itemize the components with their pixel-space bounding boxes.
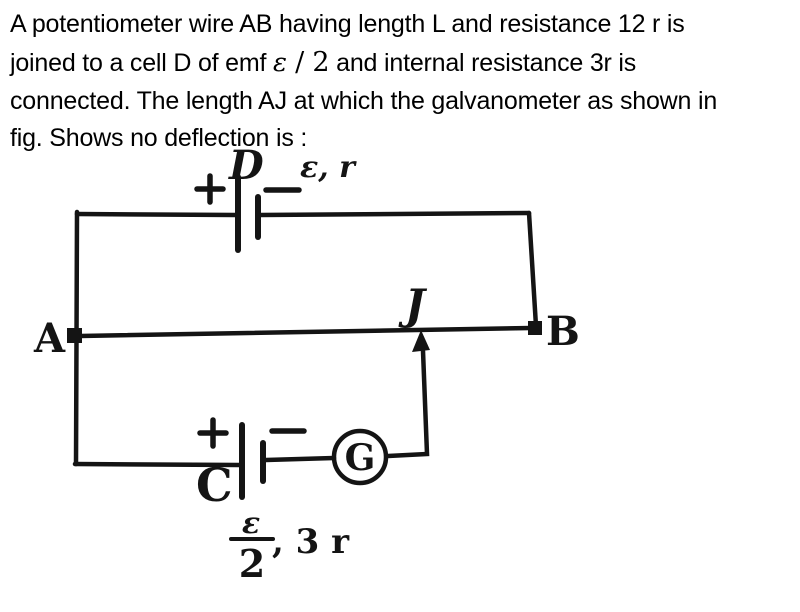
terminal-b-node bbox=[528, 321, 542, 335]
question-line-1: A potentiometer wire AB having length L … bbox=[10, 6, 794, 43]
terminal-b-label: B bbox=[546, 308, 580, 355]
cell-c-resistance-label: , 3 r bbox=[272, 522, 350, 562]
wire-top-right bbox=[257, 210, 532, 218]
emf-fraction-numerator: ε bbox=[242, 506, 260, 541]
question-line-2-suffix: and internal resistance 3r is bbox=[329, 49, 637, 77]
galvanometer-icon bbox=[331, 428, 389, 486]
question-line-2: joined to a cell D of emf ε / 2 and inte… bbox=[10, 43, 794, 83]
wire-right-vertical bbox=[526, 210, 539, 329]
potentiometer-wire-ab bbox=[77, 325, 534, 339]
wire-bottom-left bbox=[72, 461, 242, 468]
question-line-3: connected. The length AJ at which the ga… bbox=[10, 83, 794, 120]
cell-c-params-label: ε 2 , 3 r bbox=[229, 506, 350, 586]
question-line-2-prefix: joined to a cell D of emf bbox=[10, 49, 273, 77]
question-line-4: fig. Shows no deflection is : bbox=[10, 120, 794, 157]
math-epsilon: ε bbox=[273, 48, 287, 78]
cell-d-plus-sign bbox=[194, 173, 226, 205]
cell-c-label: C bbox=[196, 458, 233, 512]
question-line-3-text: connected. The length AJ at which the ga… bbox=[10, 87, 718, 115]
math-over-two: / 2 bbox=[286, 47, 330, 78]
emf-fraction-denominator: 2 bbox=[239, 541, 265, 586]
cell-c-plus-sign bbox=[197, 417, 229, 449]
cell-d-label: D bbox=[228, 142, 264, 189]
cell-d-params-label: ε, r bbox=[300, 150, 357, 185]
wire-top-left bbox=[74, 211, 239, 218]
terminal-a-label: A bbox=[33, 315, 66, 362]
question-text: A potentiometer wire AB having length L … bbox=[10, 6, 794, 157]
question-line-1-text: A potentiometer wire AB having length L … bbox=[10, 10, 685, 38]
jockey-arrow-shaft bbox=[385, 348, 430, 459]
jockey-label: J bbox=[398, 280, 428, 329]
terminal-a-node bbox=[67, 328, 82, 343]
jockey-arrowhead-icon bbox=[412, 330, 430, 352]
circuit-diagram: D ε, r A B J C G ε 2 , 3 r bbox=[33, 142, 580, 586]
question-line-4-text: fig. Shows no deflection is : bbox=[10, 124, 308, 152]
galvanometer-label: G bbox=[345, 437, 376, 479]
wire-cell-c-to-galvanometer bbox=[263, 455, 337, 463]
